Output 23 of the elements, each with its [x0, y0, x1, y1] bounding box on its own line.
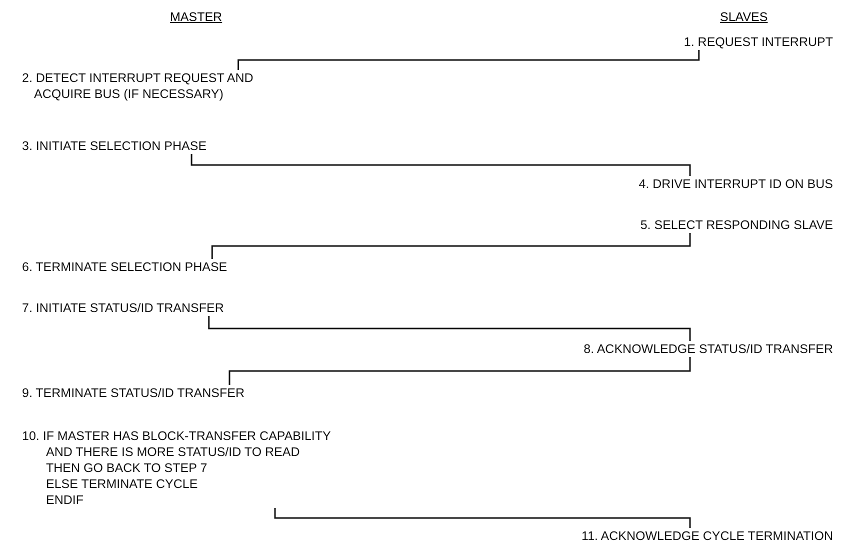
- step-text-line: ENDIF: [45, 492, 84, 508]
- connector-line: [211, 233, 691, 259]
- step-text: 7. INITIATE STATUS/ID TRANSFER: [22, 300, 302, 316]
- connector-line: [238, 50, 700, 70]
- step-text-line: 10. IF MASTER HAS BLOCK-TRANSFER CAPABILITY: [22, 428, 331, 444]
- step-text-line: ELSE TERMINATE CYCLE: [45, 476, 199, 492]
- step-text: 6. TERMINATE SELECTION PHASE: [22, 259, 302, 275]
- step-text: 5. SELECT RESPONDING SLAVE: [640, 217, 833, 233]
- step-text-line: AND THERE IS MORE STATUS/ID TO READ: [45, 444, 301, 460]
- connector-line: [208, 316, 691, 341]
- step-text: 9. TERMINATE STATUS/ID TRANSFER: [22, 385, 302, 401]
- connector-line: [274, 508, 691, 528]
- step-text: 4. DRIVE INTERRUPT ID ON BUS: [638, 176, 833, 192]
- connector-line: [190, 154, 691, 176]
- step-text: 1. REQUEST INTERRUPT: [684, 34, 833, 50]
- column-heading: SLAVES: [720, 10, 768, 24]
- column-heading: MASTER: [170, 10, 222, 24]
- step-text: 8. ACKNOWLEDGE STATUS/ID TRANSFER: [584, 341, 833, 357]
- step-text: 3. INITIATE SELECTION PHASE: [22, 138, 302, 154]
- step-text: 2. DETECT INTERRUPT REQUEST AND ACQUIRE BUS (IF NECESSARY): [22, 70, 296, 102]
- step-text: 11. ACKNOWLEDGE CYCLE TERMINATION: [582, 528, 833, 544]
- connector-line: [228, 357, 691, 385]
- step-text-line: THEN GO BACK TO STEP 7: [45, 460, 208, 476]
